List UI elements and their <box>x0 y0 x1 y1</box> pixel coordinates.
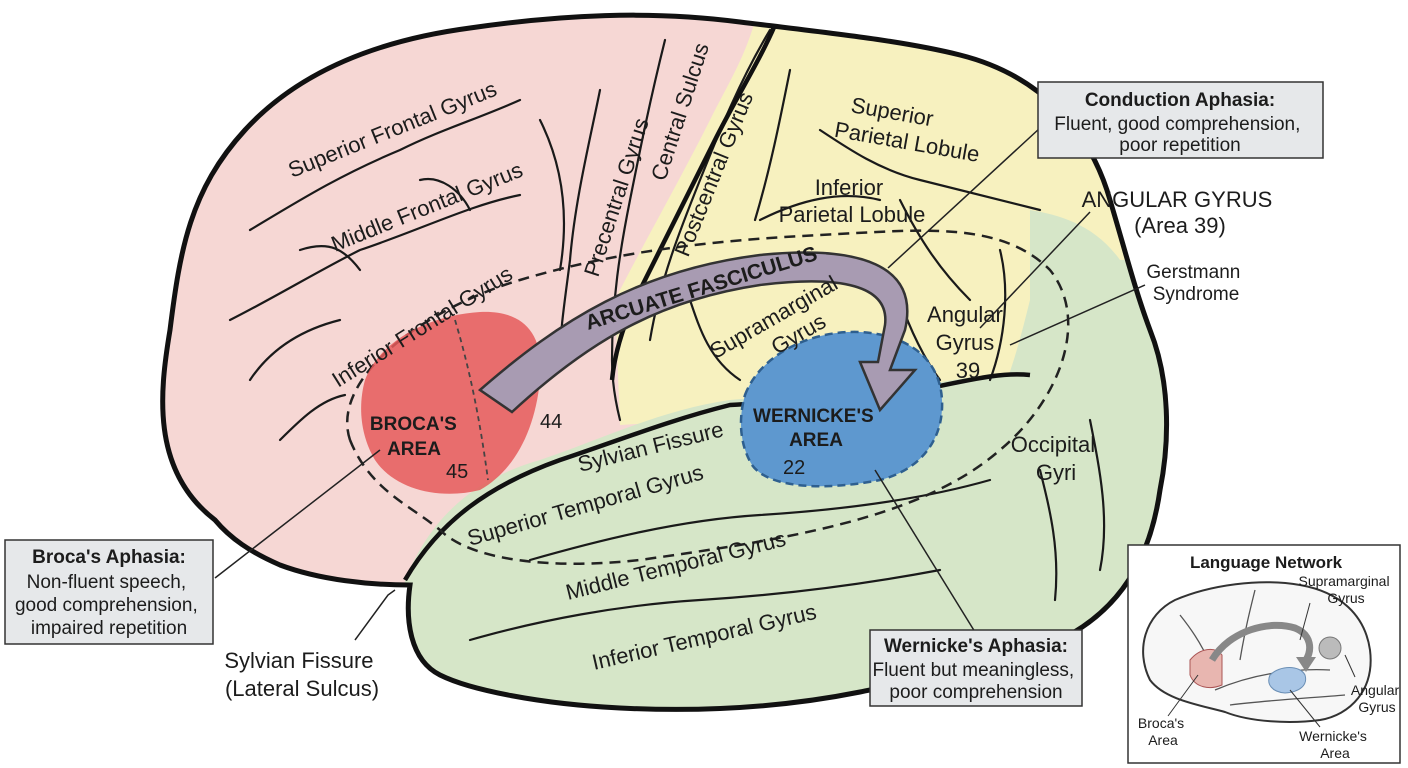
inset-title: Language Network <box>1190 553 1343 572</box>
occipital-gyri-label: Occipital Gyri <box>1011 432 1101 485</box>
gerstmann-syndrome-label: Gerstmann Syndrome <box>1146 262 1245 305</box>
inferior-parietal-lobule-label: Inferior Parietal Lobule <box>779 175 926 227</box>
broca-subdivision-line <box>454 319 489 481</box>
inset-angular-label: Angular Gyrus <box>1351 682 1403 715</box>
language-network-inset: Language Network Supramarginal Gyrus Ang… <box>1127 544 1403 764</box>
wernicke-aphasia-description: Fluent but meaningless, poor comprehensi… <box>872 660 1079 703</box>
inset-arcuate-arrow <box>1209 621 1314 662</box>
broca-area-number-45: 45 <box>446 461 468 483</box>
conduction-aphasia-callout: Conduction Aphasia: Fluent, good compreh… <box>1037 81 1324 159</box>
angular-gyrus-area-label: ANGULAR GYRUS (Area 39) <box>1082 187 1279 238</box>
brain-outline <box>160 12 1170 712</box>
sylvian-fissure-line <box>403 372 1031 582</box>
conduction-aphasia-description: Fluent, good comprehension, poor repetit… <box>1054 114 1305 156</box>
wernicke-area-label: WERNICKE'S AREA <box>753 406 879 451</box>
svg-text:Conduction Aphasia:: Conduction Aphasia: <box>1085 90 1275 111</box>
angular-gyrus-region-label: Angular Gyrus 39 <box>927 302 1009 383</box>
inset-supramarginal-label: Supramarginal Gyrus <box>1299 573 1394 606</box>
broca-area-region <box>361 311 541 494</box>
inset-broca-label: Broca's Area <box>1138 715 1188 748</box>
broca-area-number-44: 44 <box>540 411 562 433</box>
sylvian-fissure-lateral-sulcus-label: Sylvian Fissure (Lateral Sulcus) <box>224 648 379 701</box>
wernicke-area-number-22: 22 <box>783 457 805 479</box>
inset-wernicke-region <box>1268 667 1307 694</box>
svg-text:Wernicke's Aphasia:: Wernicke's Aphasia: <box>884 636 1068 657</box>
svg-text:Broca's Aphasia:: Broca's Aphasia: <box>32 547 186 568</box>
arcuate-fasciculus-arrow <box>477 251 918 414</box>
broca-aphasia-description: Non-fluent speech, good comprehension, i… <box>15 572 203 639</box>
language-zone-dashed-outline <box>346 229 1070 565</box>
wernicke-aphasia-callout: Wernicke's Aphasia: Fluent but meaningle… <box>869 629 1083 707</box>
broca-area-label: BROCA'S AREA <box>370 414 462 460</box>
inset-brain-outline <box>1142 581 1372 723</box>
leader-lines <box>214 127 1146 641</box>
inset-wernicke-label: Wernicke's Area <box>1299 728 1371 761</box>
broca-aphasia-callout: Broca's Aphasia: Non-fluent speech, good… <box>4 539 214 645</box>
inset-angular-region <box>1318 636 1342 660</box>
